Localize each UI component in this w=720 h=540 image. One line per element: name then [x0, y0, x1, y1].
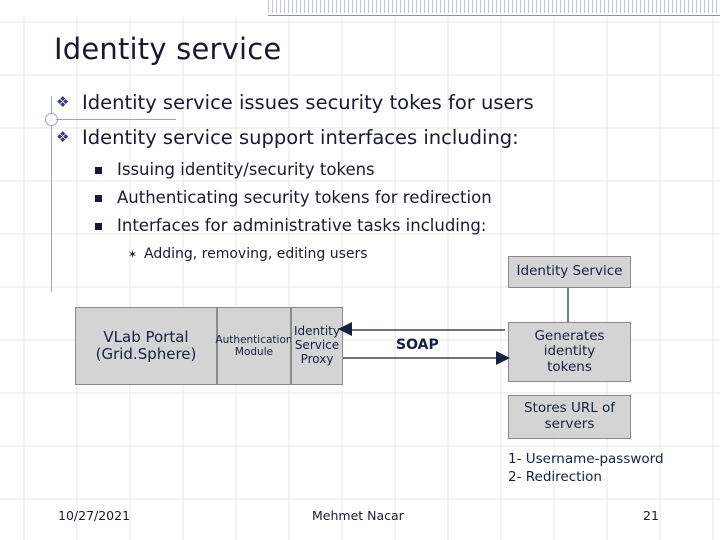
- stores-url-line2: servers: [544, 416, 595, 432]
- diagram-label-soap: SOAP: [396, 337, 439, 353]
- bullet-level3-1-label: Adding, removing, editing users: [144, 246, 368, 262]
- diagram-box-authentication-module: Authentication Module: [215, 307, 293, 385]
- bullet-level2-2-label: Authenticating security tokens for redir…: [117, 188, 492, 207]
- bullet-level2-1-label: Issuing identity/security tokens: [117, 160, 375, 179]
- diagram-note-line1: 1- Username-password: [508, 451, 664, 467]
- bullet-level1-1: ❖ Identity service issues security tokes…: [56, 91, 534, 114]
- diagram-box-stores-url-of-servers: Stores URL of servers: [508, 395, 631, 439]
- generates-tokens-line2: tokens: [547, 358, 592, 375]
- diagram-note-line2: 2- Redirection: [508, 469, 602, 485]
- bullet-level2-1: Issuing identity/security tokens: [95, 160, 375, 179]
- footer-author: Mehmet Nacar: [312, 508, 404, 523]
- diamond-bullet-icon: ❖: [56, 93, 70, 111]
- square-bullet-icon: [95, 195, 102, 202]
- diagram-box-vlab-portal: VLab Portal (Grid.Sphere): [75, 307, 217, 385]
- vlab-portal-line1: VLab Portal: [103, 327, 189, 346]
- diagram-box-identity-service: Identity Service: [508, 256, 631, 288]
- auth-module-line1: Authentication: [215, 333, 293, 346]
- stores-url-line1: Stores URL of: [523, 400, 616, 417]
- left-connector-line: [51, 96, 52, 292]
- diagram-box-identity-service-proxy: Identity Service Proxy: [291, 307, 343, 385]
- asterisk-bullet-icon: ✶: [128, 248, 138, 261]
- top-rule-decoration: [268, 15, 720, 16]
- identity-service-proxy-line3: Proxy: [300, 351, 334, 366]
- square-bullet-icon: [95, 223, 102, 230]
- identity-service-label: Identity Service: [516, 263, 623, 280]
- bullet-level3-1: ✶ Adding, removing, editing users: [128, 246, 368, 262]
- diamond-bullet-icon: ❖: [56, 128, 70, 146]
- footer-page-number: 21: [643, 508, 659, 523]
- footer-date: 10/27/2021: [58, 508, 131, 523]
- bullet-level2-3-label: Interfaces for administrative tasks incl…: [117, 216, 487, 235]
- identity-service-proxy-line2: Service: [294, 338, 340, 353]
- diagram-box-generates-identity-tokens: Generates identity tokens: [508, 322, 631, 382]
- identity-service-proxy-line1: Identity: [294, 324, 340, 339]
- bullet-level2-2: Authenticating security tokens for redir…: [95, 188, 492, 207]
- generates-tokens-line1: Generates identity: [534, 327, 605, 360]
- bullet-level1-1-label: Identity service issues security tokes f…: [82, 91, 534, 114]
- title-underline: [56, 119, 176, 120]
- bullet-level1-2-label: Identity service support interfaces incl…: [82, 126, 519, 149]
- square-bullet-icon: [95, 167, 102, 174]
- page-title: Identity service: [54, 32, 282, 66]
- auth-module-line2: Module: [234, 346, 274, 358]
- bullet-level2-3: Interfaces for administrative tasks incl…: [95, 216, 487, 235]
- top-hatch-decoration: [268, 0, 720, 13]
- bullet-level1-2: ❖ Identity service support interfaces in…: [56, 126, 519, 149]
- vlab-portal-line2: (Grid.Sphere): [95, 345, 197, 363]
